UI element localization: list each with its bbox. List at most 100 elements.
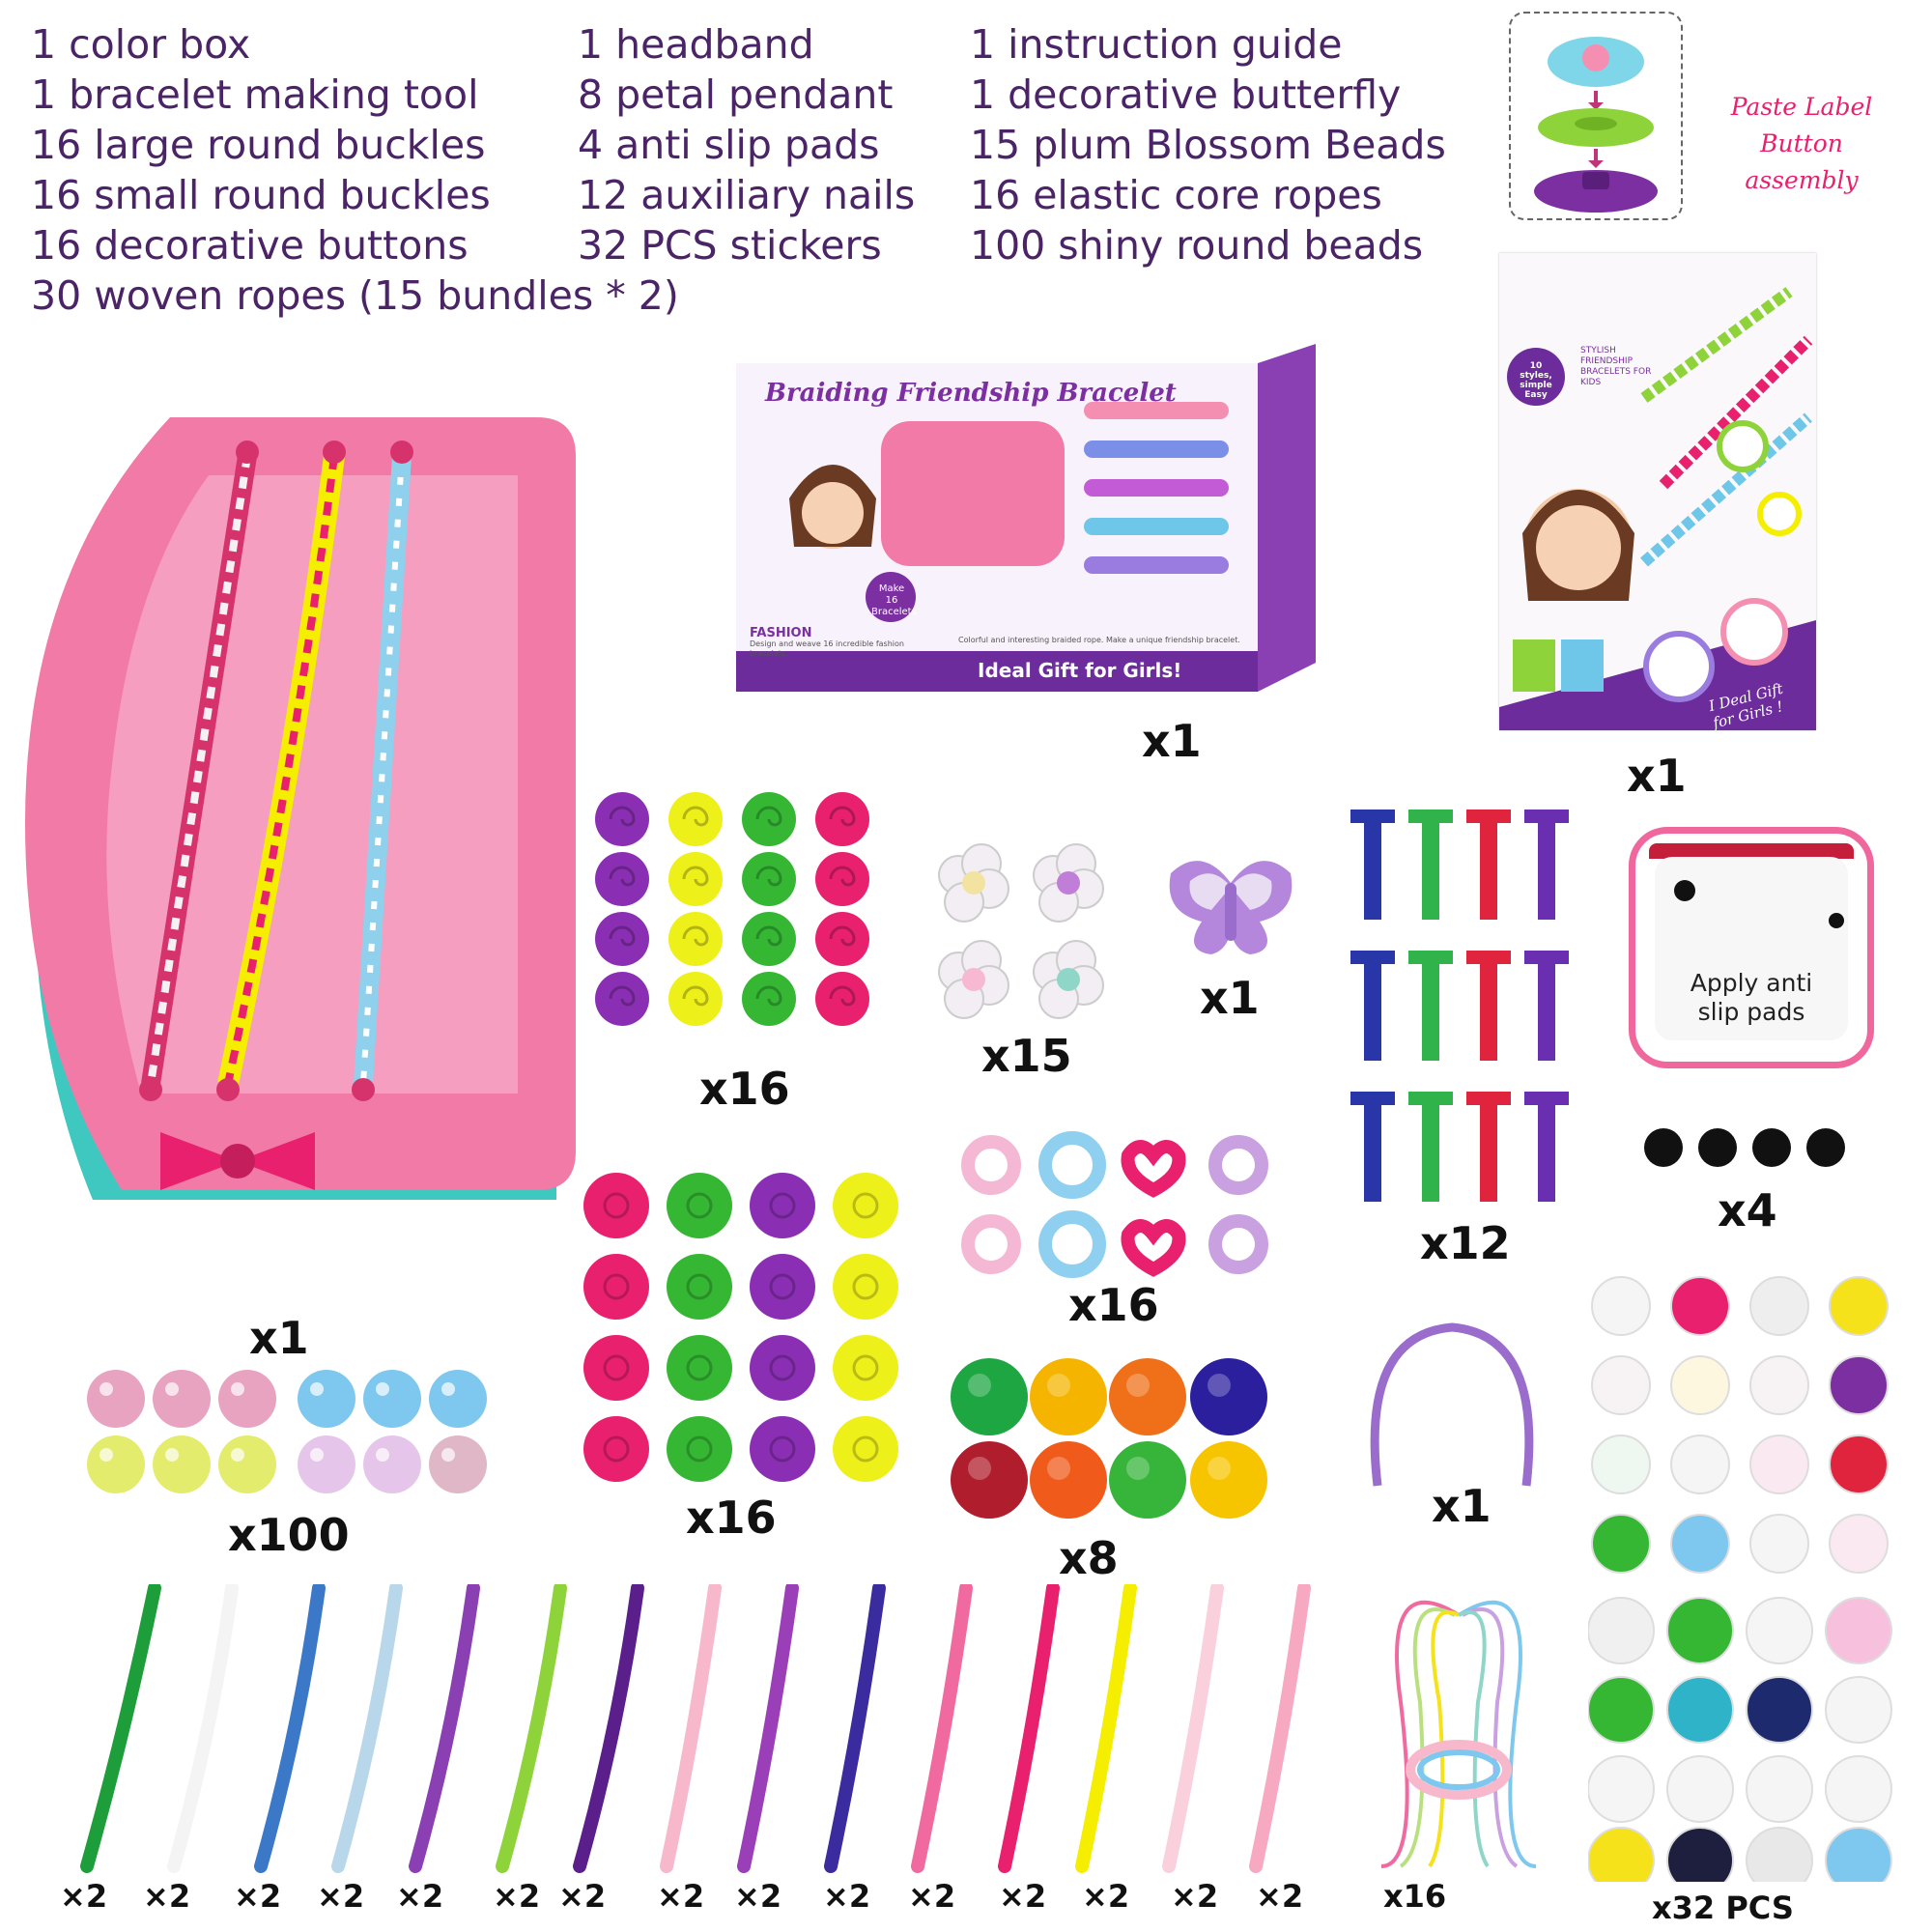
sticker-sheet <box>1587 1273 1913 1894</box>
rope-multiplier: ×2 <box>1256 1878 1304 1915</box>
color-box-illustration <box>736 344 1316 692</box>
bracelet-making-tool <box>15 417 576 1209</box>
flower-bead-icon <box>938 843 1104 1019</box>
auxiliary-nails <box>1347 810 1578 1206</box>
assembly-caption: Paste Label Button assembly <box>1700 89 1903 199</box>
guide-heading: STYLISH FRIENDSHIP BRACELETS FOR KIDS <box>1580 346 1652 387</box>
box-tagline: Colorful and interesting braided rope. M… <box>958 636 1240 644</box>
instruction-guide: 10 styles, simple Easy STYLISH FRIENDSHI… <box>1499 253 1816 732</box>
guide-quantity: x1 <box>1627 750 1687 802</box>
rope-multiplier: ×2 <box>908 1878 956 1915</box>
guide-badge: 10 styles, simple Easy <box>1520 361 1552 400</box>
box-fashion-sub: Design and weave 16 incredible fashion b… <box>750 639 904 658</box>
pad-dot <box>1674 880 1695 901</box>
box-gift-text: Ideal Gift for Girls! <box>978 659 1182 682</box>
petals-quantity: x8 <box>1059 1532 1119 1584</box>
pad-label: Apply anti slip pads <box>1690 969 1813 1026</box>
contents-column-3: 1 instruction guide 1 decorative butterf… <box>970 19 1446 270</box>
rope-multiplier: ×2 <box>823 1878 871 1915</box>
decorative-button-icon <box>961 1131 1268 1278</box>
contents-item: 1 color box <box>31 21 251 68</box>
color-box: Braiding Friendship Bracelet Make 16 Bra… <box>736 344 1316 701</box>
shiny-round-beads <box>85 1366 491 1497</box>
pad-icon <box>1644 1128 1845 1167</box>
rope-multipliers: ×2 ×2 ×2 ×2 ×2 ×2 ×2 ×2 ×2 ×2 ×2 ×2 ×2 ×… <box>0 1878 1352 1917</box>
assembly-caption-line: Button assembly <box>1745 129 1859 194</box>
button-assembly-icon <box>1534 37 1658 213</box>
sticker-icon <box>1587 1276 1892 1894</box>
pad-dot <box>1829 913 1844 928</box>
butterfly-quantity: x1 <box>1200 972 1260 1024</box>
headband-quantity: x1 <box>1432 1480 1492 1532</box>
contents-item: 15 plum Blossom Beads <box>970 122 1446 168</box>
contents-item: 1 bracelet making tool <box>31 71 479 118</box>
contents-item: 100 shiny round beads <box>970 222 1424 269</box>
contents-item: 4 anti slip pads <box>578 122 880 168</box>
rope-multiplier: ×2 <box>657 1878 705 1915</box>
rope-multiplier: ×2 <box>558 1878 607 1915</box>
contents-item: 16 elastic core ropes <box>970 172 1382 218</box>
petal-pendants <box>947 1356 1294 1530</box>
pad-top-bar <box>1649 843 1854 859</box>
rope-multiplier: ×2 <box>1082 1878 1130 1915</box>
contents-item: 12 auxiliary nails <box>578 172 916 218</box>
rope-multiplier: ×2 <box>396 1878 444 1915</box>
contents-item: 1 decorative butterfly <box>970 71 1402 118</box>
elastic-quantity: x16 <box>1383 1878 1447 1915</box>
contents-item: 16 decorative buttons <box>31 222 469 269</box>
rope-multiplier: ×2 <box>60 1878 108 1915</box>
rope-multiplier: ×2 <box>234 1878 282 1915</box>
contents-item: 30 woven ropes (15 bundles * 2) <box>31 272 679 319</box>
woven-ropes <box>58 1581 1352 1874</box>
petal-pendant-icon <box>951 1358 1267 1519</box>
shiny-beads-quantity: x100 <box>228 1509 350 1561</box>
elastic-core-ropes <box>1362 1557 1555 1876</box>
nail-icon <box>1350 810 1569 1202</box>
small-buckle-icon <box>583 1173 898 1482</box>
bead-icon <box>87 1370 487 1493</box>
contents-column-1: 1 color box 1 bracelet making tool 16 la… <box>31 19 679 321</box>
tool-quantity: x1 <box>249 1312 309 1364</box>
box-fashion: FASHION <box>750 626 812 640</box>
contents-item: 32 PCS stickers <box>578 222 882 269</box>
contents-item: 16 large round buckles <box>31 122 486 168</box>
buckle-grid-icon <box>595 792 869 1026</box>
rope-icon <box>80 1581 1311 1873</box>
box-badge: Make 16 Bracelets <box>871 583 917 617</box>
box-brand: Braiding Friendship Bracelet <box>765 379 1177 408</box>
tool-illustration <box>25 417 576 1200</box>
anti-slip-pads <box>1642 1126 1847 1169</box>
contents-column-2: 1 headband 8 petal pendant 4 anti slip p… <box>578 19 915 270</box>
contents-item: 8 petal pendant <box>578 71 894 118</box>
rope-multiplier: ×2 <box>734 1878 782 1915</box>
decorative-buttons <box>951 1126 1298 1285</box>
buttons-quantity: x16 <box>1068 1279 1159 1331</box>
rope-multiplier: ×2 <box>143 1878 191 1915</box>
butterfly-icon <box>1169 861 1293 954</box>
contents-item: 1 instruction guide <box>970 21 1343 68</box>
rope-multiplier: ×2 <box>317 1878 365 1915</box>
headband-icon <box>1370 1322 1534 1487</box>
elastic-rope-icon <box>1380 1600 1537 1868</box>
guide-illustration <box>1499 287 1816 730</box>
assembly-caption-line: Paste Label <box>1730 93 1873 121</box>
decorative-butterfly <box>1163 854 1298 960</box>
large-round-buckles <box>595 788 885 1030</box>
small-buckles-quantity: x16 <box>686 1492 777 1544</box>
contents-item: 16 small round buckles <box>31 172 491 218</box>
nails-quantity: x12 <box>1420 1217 1511 1269</box>
rope-multiplier: ×2 <box>1171 1878 1219 1915</box>
rope-multiplier: ×2 <box>493 1878 541 1915</box>
plum-beads-quantity: x15 <box>981 1030 1072 1082</box>
rope-multiplier: ×2 <box>999 1878 1047 1915</box>
plum-blossom-beads <box>929 842 1122 1036</box>
pads-quantity: x4 <box>1718 1184 1777 1236</box>
headband <box>1360 1316 1544 1499</box>
stickers-quantity: x32 PCS <box>1652 1889 1794 1926</box>
anti-slip-pad-diagram: Apply anti slip pads <box>1629 827 1874 1068</box>
box-quantity: x1 <box>1142 715 1202 767</box>
large-buckles-quantity: x16 <box>699 1063 790 1115</box>
assembly-diagram <box>1509 12 1683 220</box>
small-round-buckles <box>583 1167 902 1488</box>
contents-item: 1 headband <box>578 21 814 68</box>
